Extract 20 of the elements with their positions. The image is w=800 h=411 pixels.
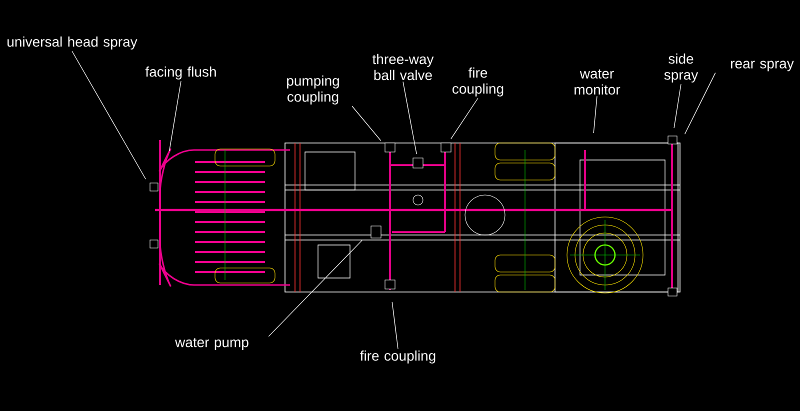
leader-line	[402, 81, 417, 154]
leader-line	[392, 302, 398, 350]
leader-line	[72, 50, 146, 180]
leader-line	[168, 80, 182, 152]
leader-line	[593, 96, 598, 134]
callout-label: facing flush	[145, 66, 216, 80]
leader-line	[352, 106, 382, 141]
callout-label: water monitor	[574, 69, 620, 95]
callout-label: water pump	[175, 338, 248, 350]
callout-label: side spray	[664, 53, 698, 83]
callout-label: universal head spray	[8, 36, 138, 50]
leader-line	[684, 72, 716, 134]
leader-line	[268, 240, 363, 337]
callout-label: three-way ball valve	[372, 54, 434, 80]
callout-label: rear spray	[731, 60, 794, 72]
callout-label: fire coupling	[452, 67, 504, 97]
leader-line	[450, 98, 478, 140]
callout-label: pumping coupling	[287, 75, 339, 105]
leader-line	[674, 84, 682, 128]
callout-label: fire coupling	[360, 350, 436, 364]
